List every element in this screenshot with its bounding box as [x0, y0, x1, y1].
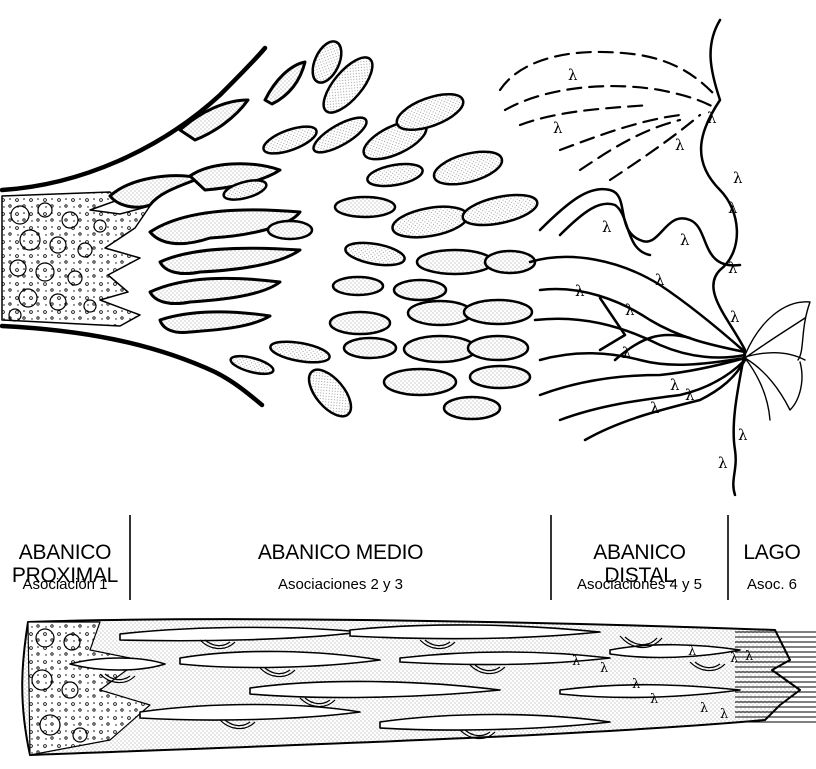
lambda-marker: λ [650, 692, 658, 707]
lambda-marker: λ [670, 376, 680, 394]
lambda-marker: λ [622, 344, 632, 362]
lambda-marker: λ [685, 386, 695, 404]
lambda-marker: λ [730, 651, 738, 666]
lake-markers: λ λ λ λ λ λ λ λ λ λ λ λ λ λ λ λ λ λ λ [553, 66, 748, 472]
lambda-marker: λ [655, 271, 665, 289]
lambda-marker: λ [707, 109, 717, 127]
lambda-marker: λ [575, 282, 585, 300]
lambda-marker: λ [745, 649, 753, 664]
lambda-marker: λ [730, 308, 740, 326]
lambda-marker: λ [553, 119, 563, 137]
zone-title-line: LAGO [728, 541, 816, 564]
lambda-marker: λ [632, 677, 640, 692]
lambda-marker: λ [720, 707, 728, 722]
lambda-marker: λ [718, 454, 728, 472]
lambda-marker: λ [738, 426, 748, 444]
lambda-marker: λ [728, 259, 738, 277]
zone-title-lago: LAGO [728, 541, 816, 564]
zone-association-lago: Asoc. 6 [728, 576, 816, 594]
cross-section: λ λ λ λ λ λ λ λ λ [22, 619, 816, 755]
lambda-marker: λ [688, 644, 696, 659]
lambda-marker: λ [733, 169, 743, 187]
lambda-marker: λ [625, 301, 635, 319]
zone-association-proximal: Asociación 1 [0, 576, 130, 594]
plan-view-map: λ λ λ λ λ λ λ λ λ λ λ λ λ λ λ λ λ λ λ [2, 20, 810, 495]
lambda-marker: λ [675, 136, 685, 154]
lake-laminae [735, 630, 816, 725]
lambda-marker: λ [700, 701, 708, 716]
abandoned-channels [500, 52, 715, 180]
zone-title-line: ABANICO [0, 541, 130, 564]
lake-delta [745, 302, 810, 420]
zone-association-distal: Asociaciones 4 y 5 [551, 576, 728, 594]
lambda-marker: λ [572, 654, 580, 669]
proximal-lobes [110, 62, 305, 333]
lambda-marker: λ [728, 199, 738, 217]
zone-title-line: ABANICO MEDIO [130, 541, 551, 564]
zone-association-medio: Asociaciones 2 y 3 [130, 576, 551, 594]
distal-channels [530, 189, 745, 440]
valley-wall-bottom [2, 326, 262, 405]
zone-title-line: ABANICO [551, 541, 728, 564]
lambda-marker: λ [650, 399, 660, 417]
lake-shoreline [701, 20, 745, 495]
lambda-marker: λ [680, 231, 690, 249]
zone-title-medio: ABANICO MEDIO [130, 541, 551, 564]
lambda-marker: λ [568, 66, 578, 84]
lambda-marker: λ [600, 661, 608, 676]
lambda-marker: λ [602, 218, 612, 236]
